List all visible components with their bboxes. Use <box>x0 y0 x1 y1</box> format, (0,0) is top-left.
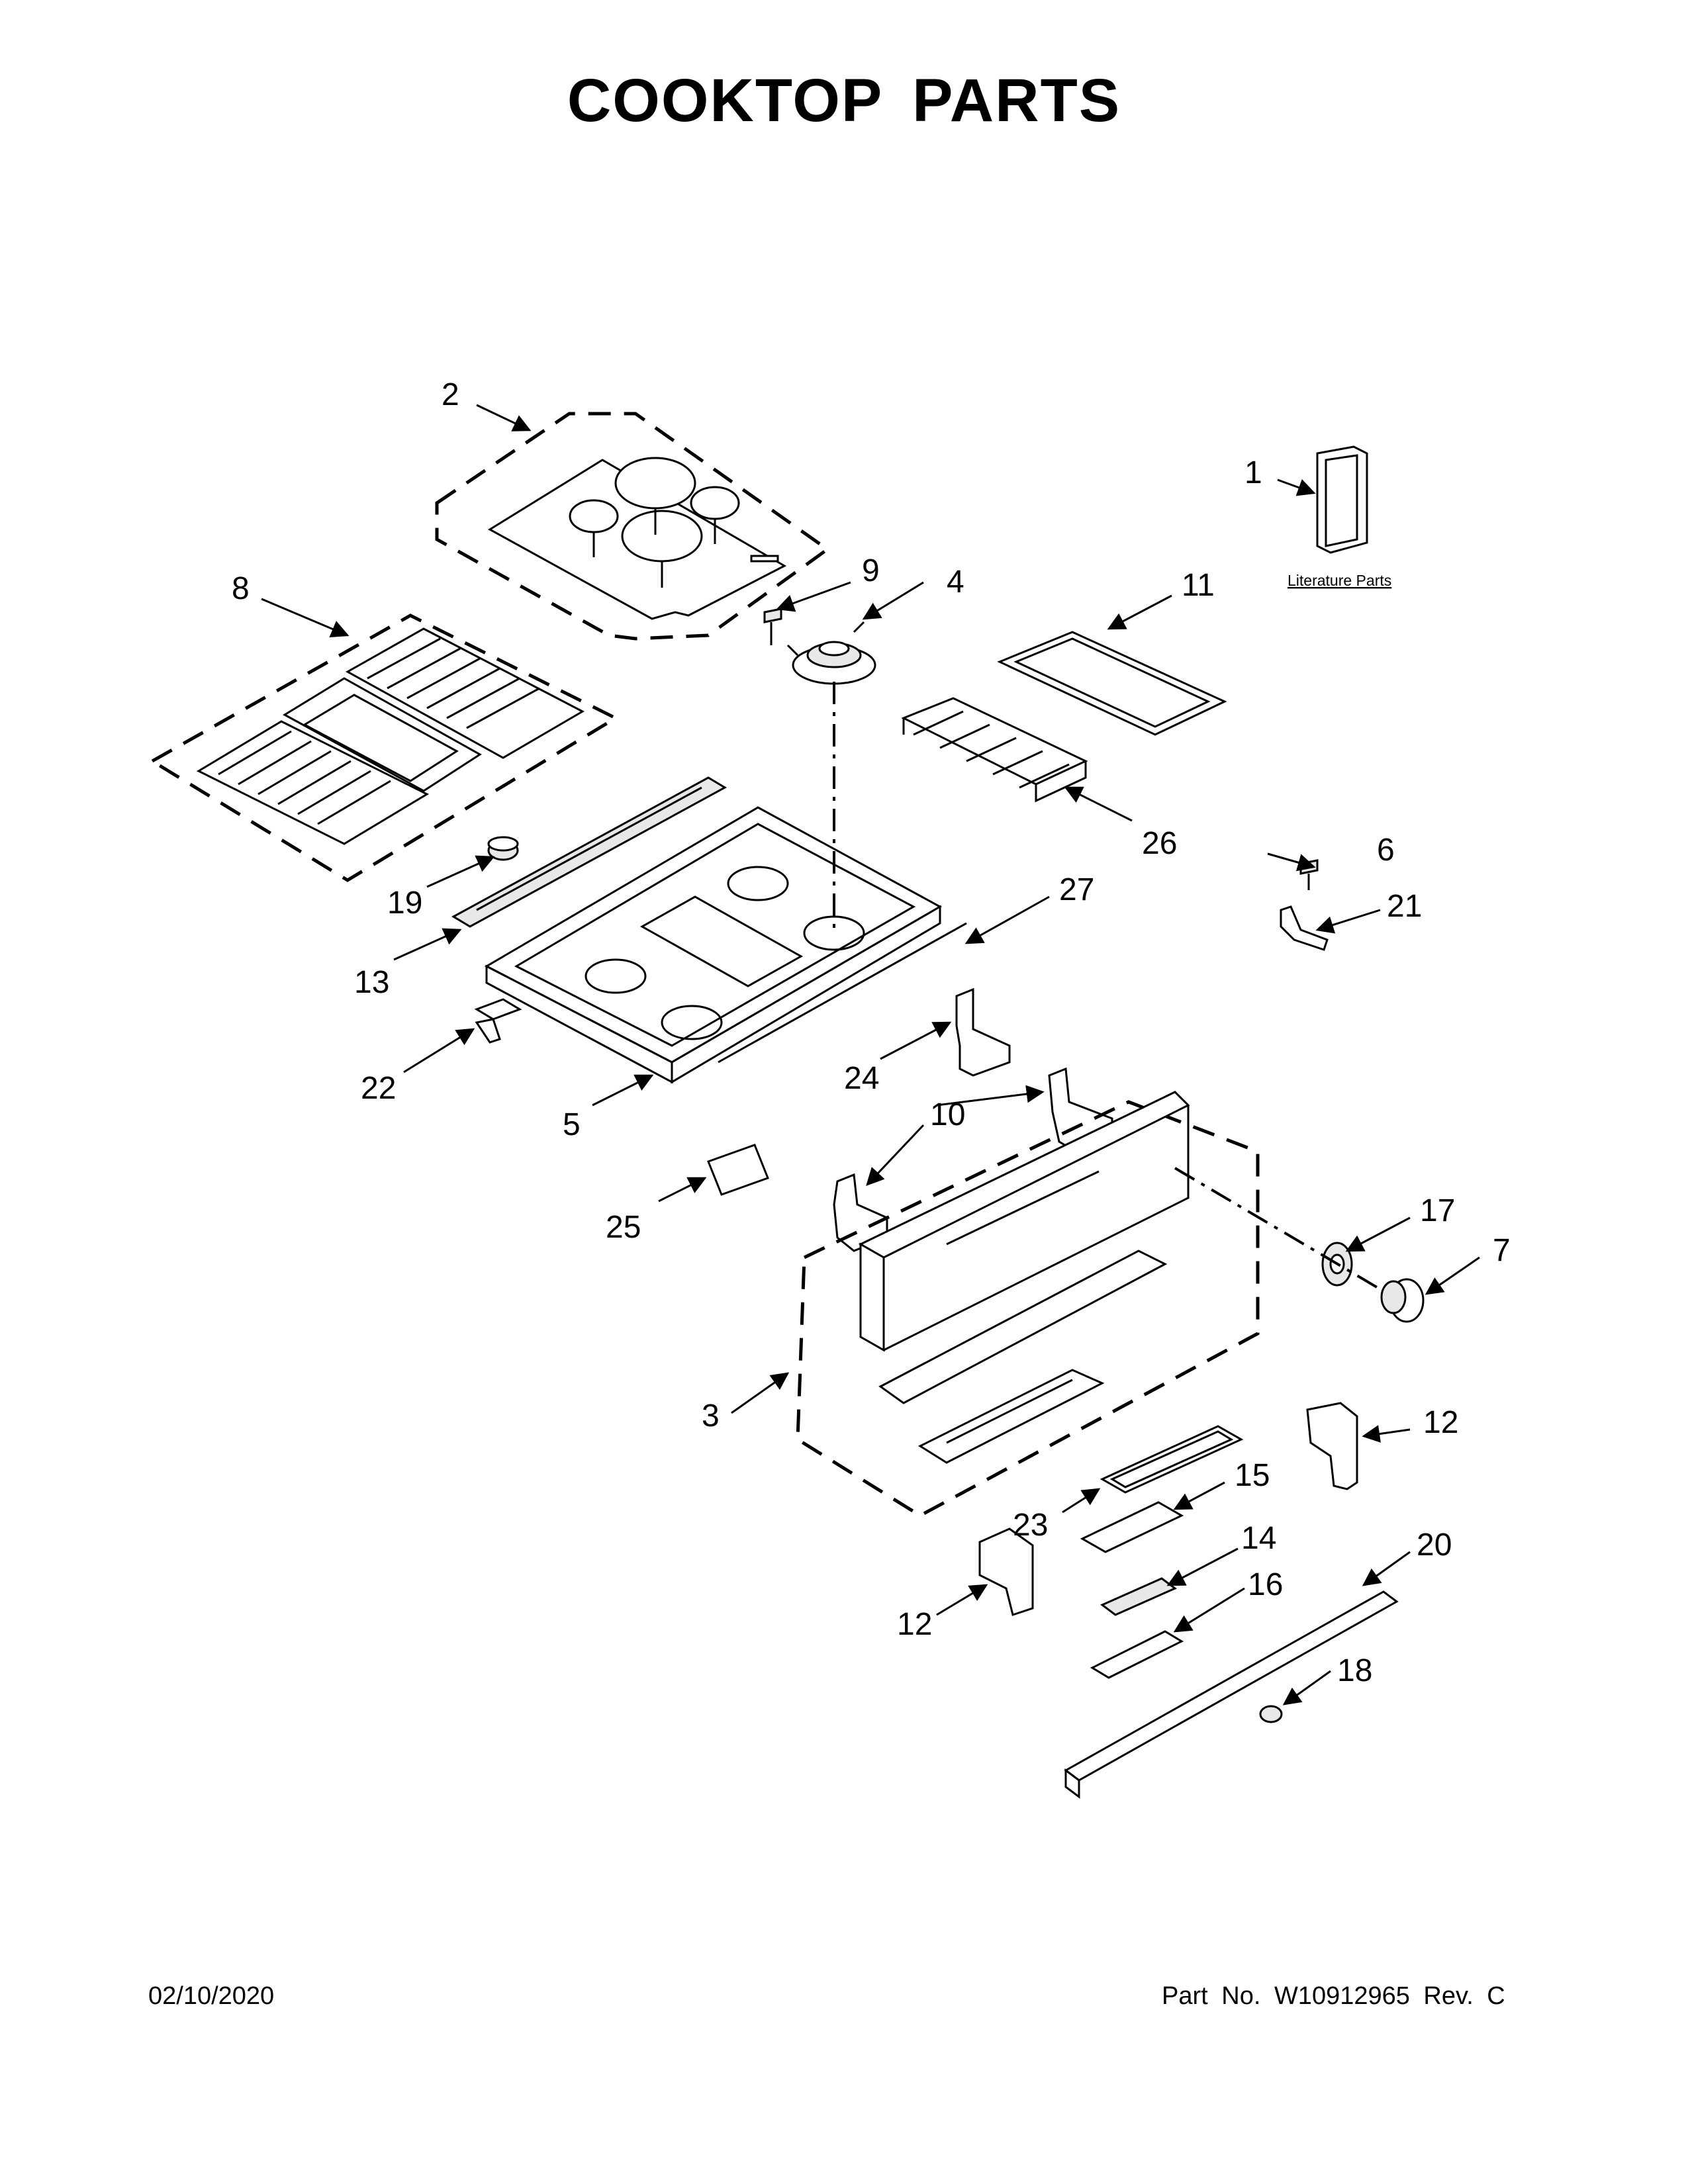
part-4-burner[interactable] <box>786 621 876 685</box>
part-9-screw[interactable] <box>763 608 782 645</box>
part-24-bracket[interactable] <box>955 987 1011 1077</box>
part-26-grill-rack[interactable] <box>901 697 1088 803</box>
literature-parts-label: Literature Parts <box>1288 572 1391 589</box>
callout-14: 14 <box>1241 1521 1276 1556</box>
part-19-burner-cap[interactable] <box>487 836 519 861</box>
part-21-bracket[interactable] <box>1280 905 1329 951</box>
part-5-cooktop-pan[interactable] <box>484 806 943 1084</box>
callout-24: 24 <box>844 1061 879 1096</box>
part-13-rail[interactable] <box>451 776 727 928</box>
callout-5: 5 <box>563 1107 581 1142</box>
callout-11: 11 <box>1182 568 1215 603</box>
footer-part-number: Part No. W10912965 Rev. C <box>1162 1982 1505 2010</box>
callout-10: 10 <box>930 1097 965 1132</box>
part-25-cover[interactable] <box>707 1144 769 1196</box>
callout-20: 20 <box>1417 1527 1452 1563</box>
callout-18: 18 <box>1337 1653 1372 1688</box>
part-27-gasket[interactable] <box>718 922 967 1064</box>
callout-25: 25 <box>606 1210 641 1245</box>
callout-21: 21 <box>1387 889 1422 924</box>
callout-17: 17 <box>1420 1193 1455 1228</box>
part-15-board[interactable] <box>1080 1501 1184 1553</box>
callout-6: 6 <box>1377 833 1395 868</box>
callout-12-left: 12 <box>897 1607 932 1642</box>
part-3-control-panel[interactable] <box>796 1091 1260 1518</box>
part-1-literature[interactable] <box>1316 445 1368 554</box>
part-16-bracket[interactable] <box>1090 1630 1184 1679</box>
part-12-end-cap-right[interactable] <box>1306 1402 1358 1490</box>
callout-19: 19 <box>387 886 422 921</box>
part-8-grates[interactable] <box>149 614 620 882</box>
page-title: COOKTOP PARTS <box>567 67 1121 134</box>
part-14-board[interactable] <box>1100 1577 1177 1616</box>
part-23-gasket[interactable] <box>1100 1425 1244 1494</box>
part-20-trim[interactable] <box>1064 1590 1399 1799</box>
part-7-knob[interactable] <box>1380 1278 1425 1323</box>
callout-13: 13 <box>354 965 389 1000</box>
callout-9: 9 <box>862 553 880 588</box>
part-11-griddle[interactable] <box>997 631 1227 736</box>
callout-2: 2 <box>442 377 459 412</box>
callout-15: 15 <box>1235 1458 1270 1493</box>
callout-27: 27 <box>1059 872 1094 907</box>
part-12-end-cap-left[interactable] <box>978 1527 1034 1616</box>
callout-7: 7 <box>1493 1233 1511 1268</box>
part-22-bracket[interactable] <box>474 998 522 1044</box>
footer-date: 02/10/2020 <box>148 1982 275 2010</box>
part-2-cooktop-assembly[interactable] <box>435 412 831 641</box>
callout-16: 16 <box>1248 1567 1283 1602</box>
leader-lines <box>261 404 1480 1706</box>
callout-8: 8 <box>232 571 250 606</box>
callout-4: 4 <box>947 565 964 600</box>
part-18-clip[interactable] <box>1259 1705 1283 1723</box>
callout-labels: 2 1 8 9 4 11 26 19 13 27 6 21 22 5 24 10… <box>232 377 1511 1688</box>
callout-12-right: 12 <box>1423 1405 1458 1440</box>
callout-26: 26 <box>1142 826 1177 861</box>
callout-3: 3 <box>702 1398 720 1433</box>
callout-1: 1 <box>1244 455 1262 490</box>
callout-23: 23 <box>1013 1508 1048 1543</box>
callout-22: 22 <box>361 1071 396 1106</box>
